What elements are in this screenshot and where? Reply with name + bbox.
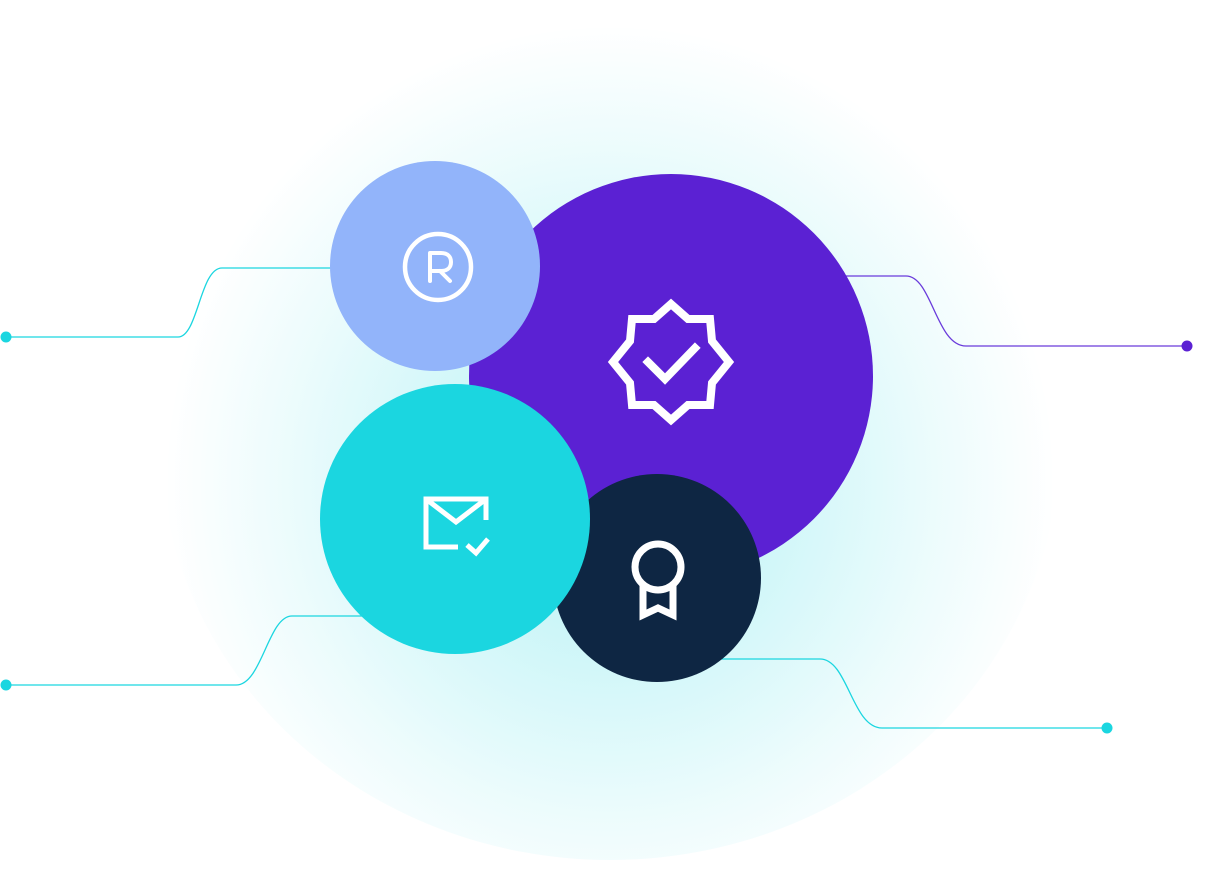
- connector-endpoint-verified: [1181, 340, 1193, 352]
- node-registered: [330, 161, 540, 371]
- connector-line-mail: [6, 615, 370, 686]
- connector-endpoint-registered: [0, 331, 12, 343]
- connector-endpoint-mail: [0, 679, 12, 691]
- mail-check-icon: [423, 496, 490, 557]
- award-ribbon-icon: [631, 540, 685, 621]
- connector-line-award: [720, 658, 1107, 729]
- verified-badge-icon: [607, 298, 735, 426]
- connector-line-registered: [6, 267, 340, 338]
- registered-trademark-icon: [402, 231, 474, 303]
- connector-line-verified: [840, 275, 1187, 347]
- node-award: [553, 474, 761, 682]
- connector-endpoint-award: [1101, 722, 1113, 734]
